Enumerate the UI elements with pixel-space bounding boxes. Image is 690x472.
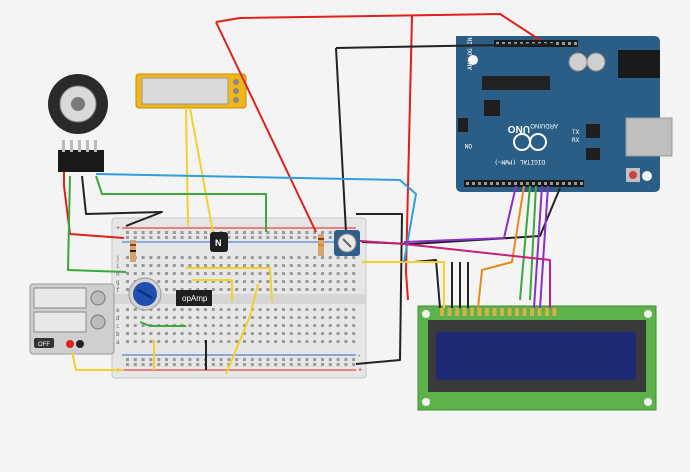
positive-terminal[interactable] xyxy=(66,340,74,348)
power-switch[interactable] xyxy=(34,338,54,348)
row-letter: j xyxy=(116,255,120,262)
rx-label: RX xyxy=(572,137,580,144)
opamp-label: opAmp xyxy=(182,294,208,303)
row-letter: e xyxy=(116,307,120,314)
row-letter: i xyxy=(116,263,120,270)
row-letter: b xyxy=(116,331,120,338)
row-letter: h xyxy=(116,271,120,278)
off-label: OFF xyxy=(38,342,50,348)
rotary-encoder-icon[interactable] xyxy=(48,74,108,172)
digital-label: DIGITAL (PWM~) xyxy=(494,158,545,165)
transistor[interactable]: N xyxy=(210,232,228,252)
breadboard-holes xyxy=(126,231,356,366)
row-letter: d xyxy=(116,315,120,322)
digital-header xyxy=(464,180,584,187)
resistors xyxy=(130,234,324,262)
tx-label: TX xyxy=(572,129,580,136)
dc-jack xyxy=(618,50,660,78)
atmega-chip xyxy=(482,76,550,90)
row-letter: f xyxy=(116,287,120,294)
rail-plus-label: + xyxy=(116,225,120,232)
rail-minus-label: - xyxy=(358,353,361,360)
rotary-knob-icon[interactable] xyxy=(334,230,360,256)
brand-label: ARDUINO xyxy=(530,122,558,128)
row-letter: g xyxy=(116,279,120,286)
negative-terminal[interactable] xyxy=(76,340,84,348)
power-supply[interactable]: OFF xyxy=(29,283,115,355)
arduino-uno-board[interactable]: UNO ARDUINO DIGITAL (PWM~) ANALOG IN ON … xyxy=(456,36,673,192)
analog-label: ANALOG IN xyxy=(467,37,474,70)
usb-port xyxy=(625,117,673,157)
lcd-display[interactable] xyxy=(417,305,657,411)
arduino-logo xyxy=(513,133,547,151)
board-label: UNO xyxy=(508,123,530,134)
breadboard[interactable]: + + + - j i h g f e d c b a xyxy=(111,217,367,379)
row-letter: c xyxy=(116,323,120,330)
potentiometer-icon[interactable] xyxy=(128,277,162,311)
transistor-label: N xyxy=(215,238,222,248)
wires xyxy=(63,13,561,375)
opamp-chip[interactable]: opAmp xyxy=(176,290,212,306)
row-letter: a xyxy=(116,339,120,346)
lcd-screen xyxy=(436,332,636,380)
lcd-pins xyxy=(440,308,557,316)
slide-potentiometer-icon[interactable] xyxy=(135,73,247,109)
rail-plus-label-right: + xyxy=(358,367,362,374)
on-label: ON xyxy=(464,142,472,149)
